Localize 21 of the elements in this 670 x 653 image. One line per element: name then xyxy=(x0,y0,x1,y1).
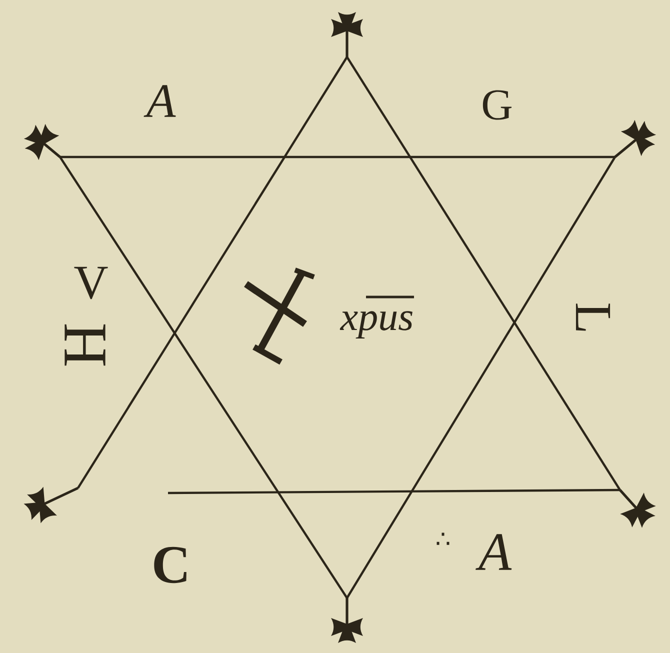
cross-symbol xyxy=(614,120,656,158)
letter: V xyxy=(74,266,108,300)
line xyxy=(346,56,621,491)
line xyxy=(346,156,616,599)
letter: A xyxy=(144,85,176,117)
cross-symbol xyxy=(331,12,363,57)
line xyxy=(77,56,348,489)
inscription: xpus xyxy=(340,296,414,338)
letter: A xyxy=(476,534,512,570)
dots-sign: ∴ xyxy=(436,532,450,545)
letter: L xyxy=(576,304,610,331)
cross-symbol xyxy=(24,486,79,524)
line xyxy=(59,156,348,599)
cross-symbol xyxy=(619,489,656,528)
line xyxy=(168,488,620,494)
cross-symbol xyxy=(331,598,363,643)
cross-symbol xyxy=(24,124,61,160)
letter: H xyxy=(64,324,106,366)
letter: C xyxy=(154,546,186,584)
letter: G xyxy=(482,90,512,120)
line xyxy=(60,156,615,158)
